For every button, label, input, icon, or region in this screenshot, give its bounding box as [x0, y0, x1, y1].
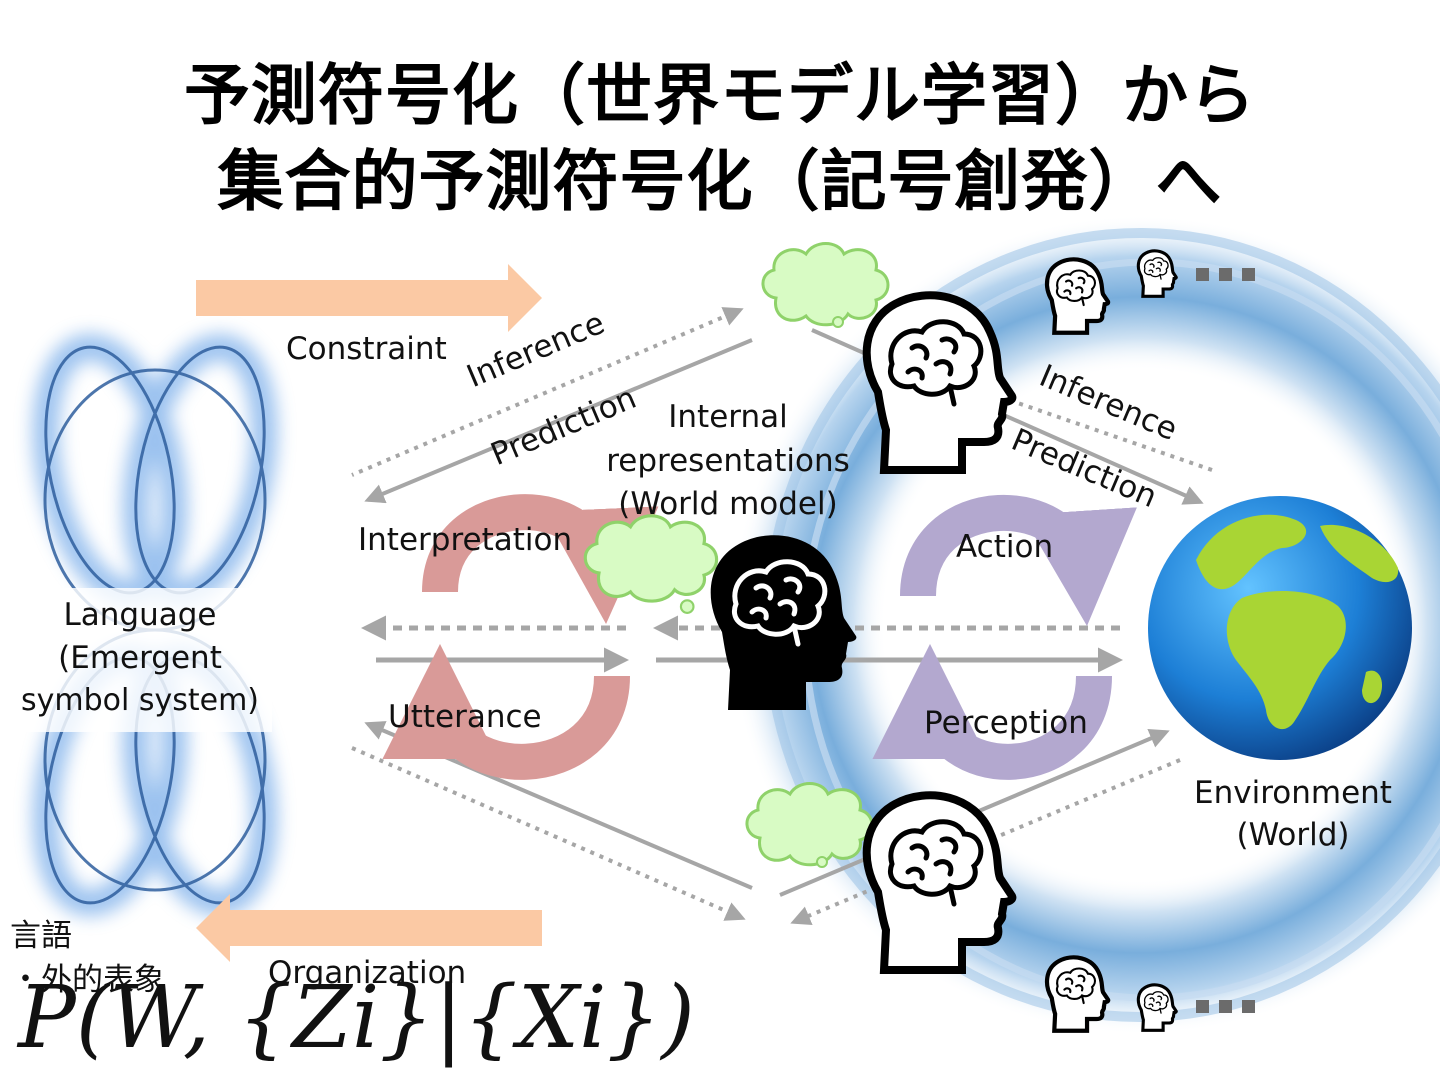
language-label-line2: (Emergent — [58, 640, 222, 676]
action-cycle-arrow — [900, 494, 1137, 626]
action-label: Action — [956, 529, 1054, 565]
language-label-line1: Language — [63, 597, 217, 633]
constraint-label: Constraint — [286, 331, 447, 367]
language-label-line3: symbol system) — [20, 683, 260, 718]
organization-label: Organization — [268, 955, 467, 991]
language-jp-label: 言語 — [10, 918, 72, 954]
internal-representations-line2: representations — [606, 443, 850, 479]
inference-bottom-left-arrow — [351, 746, 746, 921]
external-representation-jp-label: ・外的表象 — [10, 962, 165, 998]
perception-label: Perception — [924, 705, 1088, 741]
constraint-arrow — [196, 264, 542, 332]
utterance-label: Utterance — [388, 699, 542, 735]
language-label-box — [8, 588, 272, 732]
utterance-cycle-arrow — [382, 643, 630, 780]
organization-arrow — [196, 894, 542, 962]
environment-label-line2: (World) — [1236, 817, 1350, 853]
brain-head-icon — [1136, 249, 1178, 298]
more-agents-indicator-top — [1196, 268, 1255, 281]
joint-probability-formula: P(W, {Zi}|{Xi}) — [18, 968, 695, 1068]
thought-cloud-icon — [745, 782, 874, 868]
title-line-1: 予測符号化（世界モデル学習）から — [184, 57, 1256, 134]
title-line-2: 集合的予測符号化（記号創発）へ — [217, 143, 1223, 220]
internal-representations-line3: (World model) — [618, 486, 838, 522]
earth-globe-icon — [1148, 496, 1412, 760]
brain-head-icon — [1136, 983, 1178, 1032]
inference-top-left-arrow — [351, 307, 744, 477]
perception-cycle-arrow — [872, 643, 1112, 780]
thought-cloud-icon — [761, 242, 890, 328]
inference-top-right-arrow — [979, 388, 1213, 472]
interpretation-label: Interpretation — [358, 522, 573, 558]
environment-label-line1: Environment — [1194, 775, 1392, 811]
more-agents-indicator-bottom — [1196, 1000, 1255, 1013]
internal-representations-line1: Internal — [668, 399, 788, 435]
thought-cloud-icon — [583, 514, 719, 614]
prediction-top-left-arrow — [364, 338, 753, 504]
